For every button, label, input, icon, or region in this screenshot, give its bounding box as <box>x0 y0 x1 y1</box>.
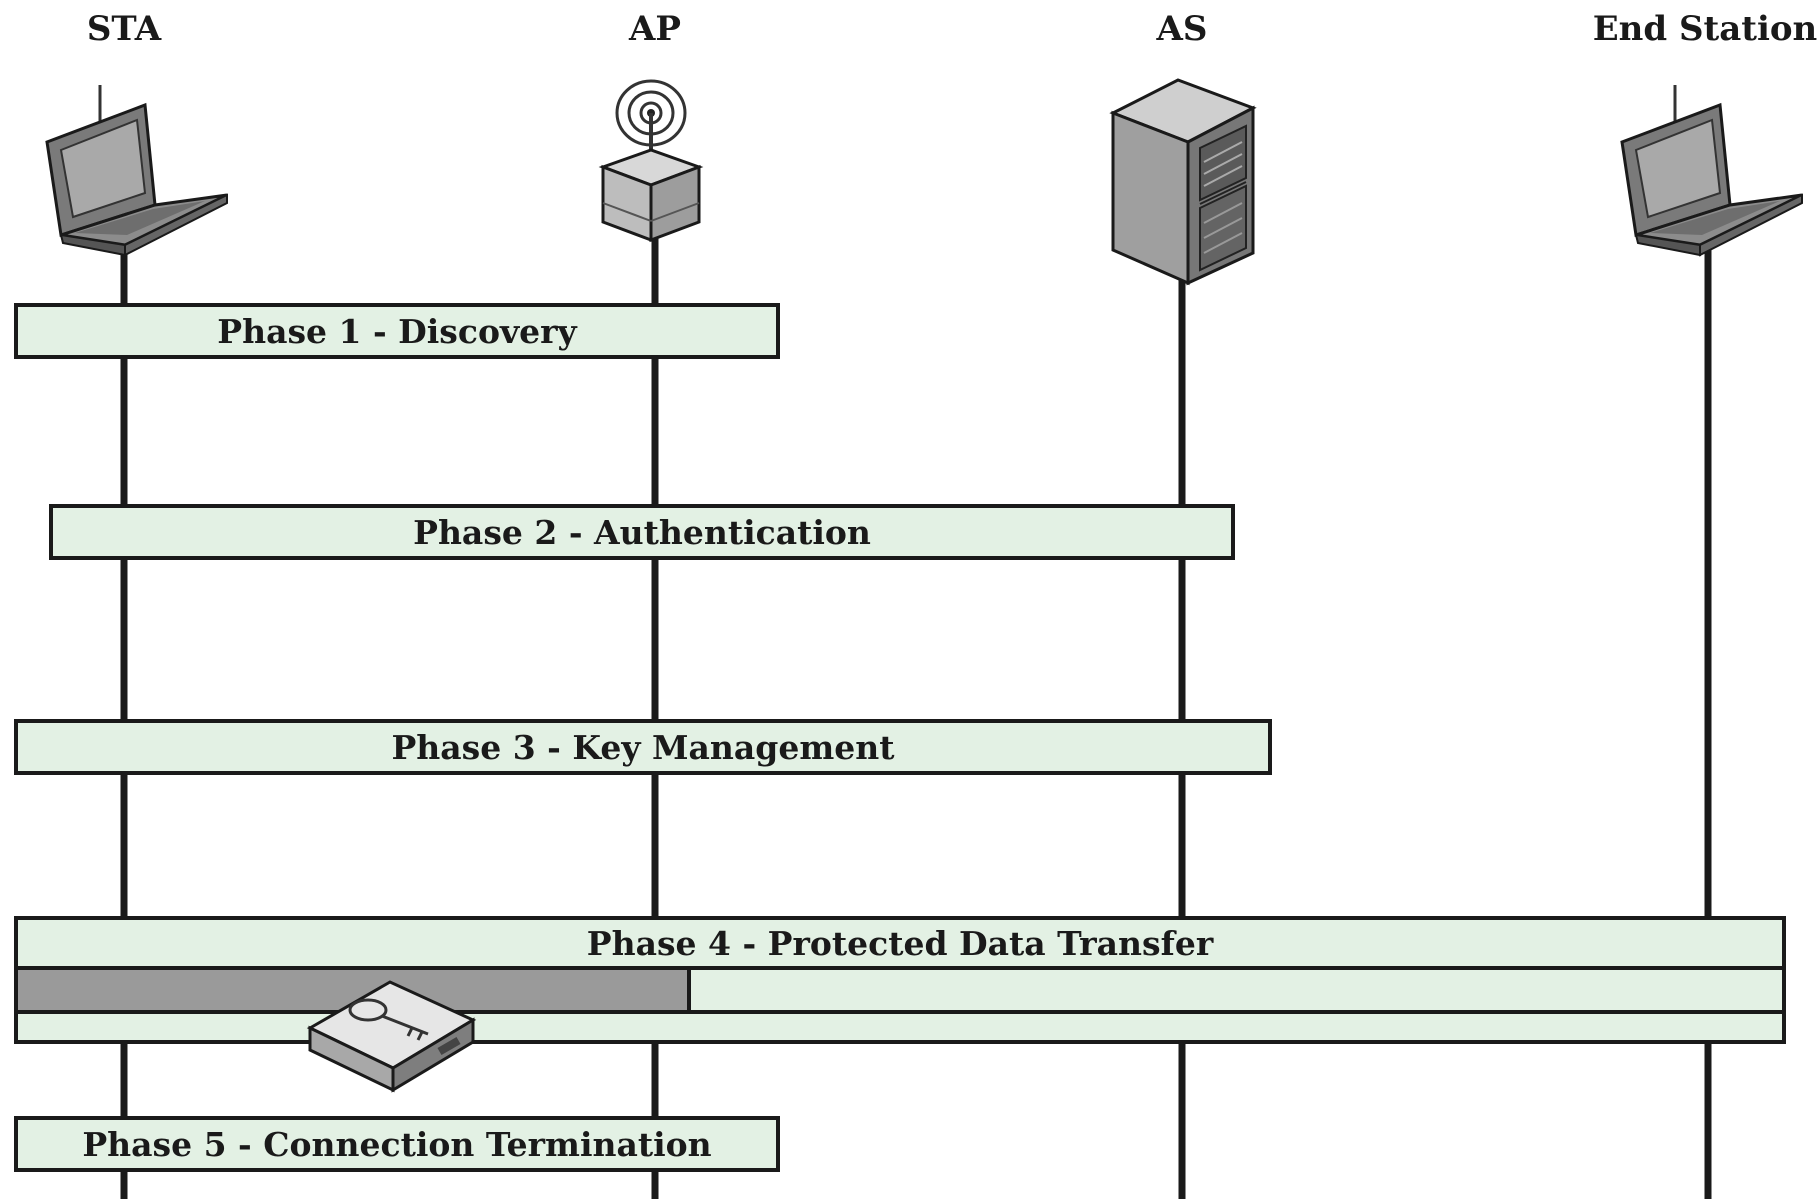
phase-4-bottom-segment <box>14 1010 1786 1044</box>
phase-1-bar <box>14 303 780 359</box>
laptop-icon <box>45 85 228 257</box>
entity-label-sta: STA <box>87 9 162 49</box>
access-point-icon <box>598 79 704 243</box>
phase-5-bar <box>14 1116 780 1172</box>
phase-3-bar <box>14 719 1272 775</box>
entity-label-end-station: End Station <box>1593 9 1818 49</box>
laptop-icon <box>1620 85 1803 257</box>
phase-1-label: Phase 1 - Discovery <box>217 312 577 351</box>
phase-4-label: Phase 4 - Protected Data Transfer <box>587 924 1214 963</box>
phase-2-bar <box>49 504 1235 560</box>
phase-2-label: Phase 2 - Authentication <box>413 513 871 552</box>
server-icon <box>1109 78 1257 286</box>
entity-label-ap: AP <box>628 9 681 49</box>
phase-5-label: Phase 5 - Connection Termination <box>82 1125 711 1164</box>
key-box-icon <box>306 980 477 1093</box>
phase-4-segment-right <box>687 966 1786 1014</box>
phase-4-bar <box>14 916 1786 970</box>
phase-3-label: Phase 3 - Key Management <box>391 728 895 767</box>
entity-label-as: AS <box>1156 9 1208 49</box>
